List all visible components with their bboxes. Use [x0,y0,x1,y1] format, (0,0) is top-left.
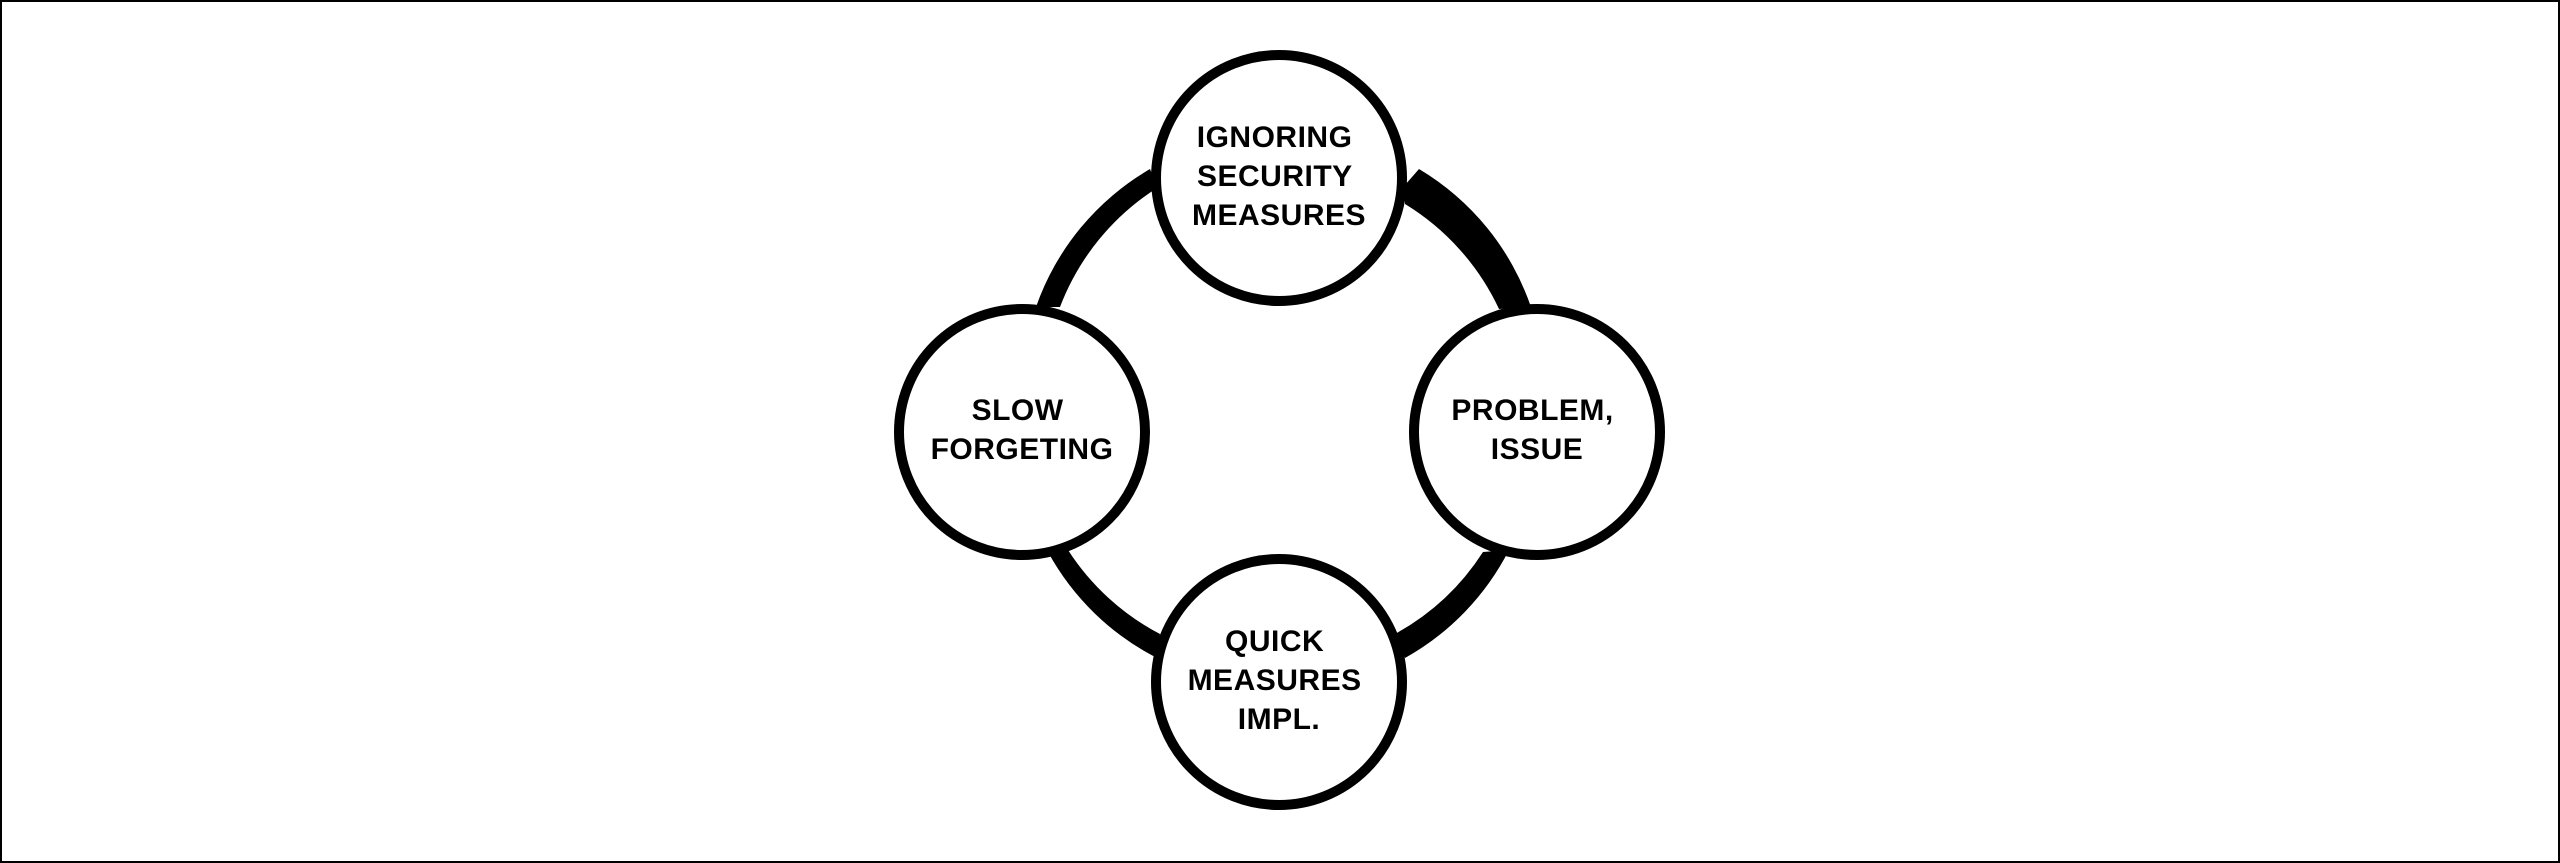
node-circle-bottom [1151,554,1407,810]
node-label-line: MEASURES [1192,199,1366,232]
node-label-right: PROBLEM, ISSUE [1451,394,1622,466]
arc-bottom-left [1048,550,1160,658]
node-label-line: SECURITY [1197,160,1352,193]
node-label-line: SLOW [972,394,1064,427]
node-label-line: ISSUE [1491,433,1584,466]
node-label-top: IGNORING SECURITY MEASURES [1192,121,1366,232]
node-label-line: PROBLEM, [1451,394,1613,427]
node-label-line: FORGETING [931,433,1114,466]
arc-right-bottom [1395,550,1509,658]
node-label-line: QUICK [1225,625,1324,658]
node-circles [894,50,1665,810]
node-circle-right [1409,304,1665,560]
arc-top-right [1405,169,1531,309]
node-label-line: MEASURES [1188,664,1362,697]
node-label-bottom: QUICK MEASURES IMPL. [1188,625,1371,736]
node-label-left: SLOW FORGETING [931,394,1114,466]
connector-arcs [1036,169,1531,658]
node-circle-left [894,304,1150,560]
node-label-line: IMPL. [1238,703,1321,736]
arc-left-top [1036,169,1157,307]
node-labels: IGNORING SECURITY MEASURES PROBLEM, ISSU… [931,121,1622,736]
node-circle-top [1151,50,1407,306]
node-label-line: IGNORING [1197,121,1353,154]
